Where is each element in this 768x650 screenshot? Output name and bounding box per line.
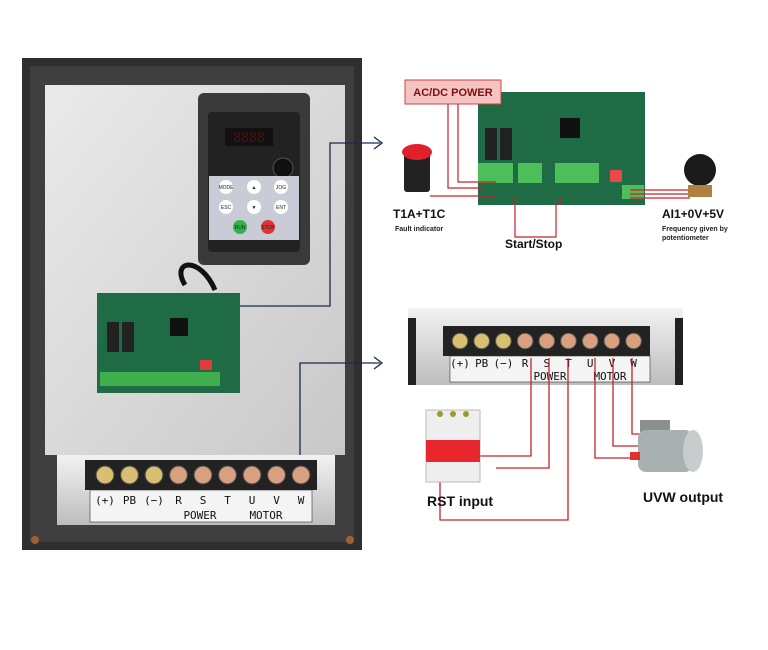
power-group-label: POWER bbox=[183, 509, 216, 522]
terminal-screw bbox=[218, 465, 237, 485]
analog-title: AI1+0V+5V bbox=[662, 207, 724, 221]
terminal-label: T bbox=[224, 494, 231, 507]
terminal-label: V bbox=[609, 357, 616, 370]
terminal-label: U bbox=[587, 357, 594, 370]
up-key[interactable] bbox=[247, 180, 261, 194]
analog-caption-1: Frequency given by bbox=[662, 226, 728, 233]
led-display bbox=[225, 128, 273, 146]
inverter-cabinet: 8888 MODE ▲ JOG ESC ▼ ENT RUN STOP bbox=[22, 58, 362, 550]
terminal-label: V bbox=[273, 494, 280, 507]
stop-key[interactable] bbox=[261, 220, 275, 234]
terminal-screw bbox=[144, 465, 164, 485]
ent-key-label: ENT bbox=[276, 205, 286, 211]
terminal-screw bbox=[473, 332, 491, 350]
down-key[interactable] bbox=[247, 200, 261, 214]
keypad-buttons: MODE ▲ JOG ESC ▼ ENT RUN STOP bbox=[219, 180, 288, 234]
terminal-screw bbox=[291, 465, 311, 485]
terminal-screw bbox=[451, 332, 469, 350]
motor-icon bbox=[630, 420, 703, 472]
callout-lines bbox=[240, 136, 384, 455]
terminal-screw bbox=[169, 465, 188, 485]
terminal-screw bbox=[495, 332, 512, 350]
ent-key[interactable] bbox=[274, 200, 288, 214]
terminal-screw bbox=[267, 465, 286, 485]
rst-input-label: RST input bbox=[427, 493, 493, 509]
terminal-screw bbox=[538, 332, 556, 350]
esc-key-label: ESC bbox=[221, 205, 232, 211]
run-key-label: RUN bbox=[235, 225, 246, 231]
motor-group-label: MOTOR bbox=[249, 509, 282, 522]
esc-key[interactable] bbox=[219, 200, 233, 214]
terminal-label: PB bbox=[123, 494, 137, 507]
control-board bbox=[97, 293, 240, 393]
potentiometer-knob[interactable] bbox=[272, 157, 294, 179]
terminal-label: S bbox=[543, 357, 550, 370]
terminal-label: (−) bbox=[493, 357, 513, 370]
up-arrow-icon: ▲ bbox=[252, 185, 257, 191]
terminal-label: (−) bbox=[144, 494, 164, 507]
power-label-box bbox=[404, 79, 502, 105]
keypad-cable bbox=[178, 262, 218, 292]
display-digits: 8888 bbox=[233, 131, 264, 146]
terminal-screw bbox=[120, 465, 139, 485]
motor-group-label: MOTOR bbox=[593, 370, 626, 383]
potentiometer-icon bbox=[684, 154, 716, 186]
terminal-label: T bbox=[565, 357, 572, 370]
analog-caption-2: potentiometer bbox=[662, 235, 709, 242]
power-group-label: POWER bbox=[533, 370, 566, 383]
terminal-screw bbox=[603, 332, 621, 350]
control-wires bbox=[430, 104, 690, 238]
power-label: AC/DC POWER bbox=[413, 87, 493, 99]
keypad: 8888 MODE ▲ JOG ESC ▼ ENT RUN STOP bbox=[198, 93, 310, 265]
terminal-screw bbox=[95, 465, 115, 485]
fault-caption: Fault indicator bbox=[395, 226, 444, 233]
terminal-label: U bbox=[249, 494, 256, 507]
terminal-screw bbox=[193, 465, 213, 485]
power-wiring-diagram: (+) PB (−) R S T U V W POWER MOTOR RST input UVW… bbox=[408, 308, 723, 521]
terminal-screw bbox=[625, 332, 642, 350]
uvw-output-label: UVW output bbox=[643, 489, 723, 505]
terminal-label: S bbox=[200, 494, 207, 507]
terminal-screw bbox=[581, 332, 599, 350]
terminal-label: W bbox=[298, 494, 305, 507]
circuit-breaker-icon bbox=[425, 409, 481, 483]
terminal-label: (+) bbox=[95, 494, 115, 507]
terminal-screw bbox=[242, 465, 262, 485]
terminal-label: (+) bbox=[450, 357, 470, 370]
terminal-label: W bbox=[630, 357, 637, 370]
control-wiring-diagram: AC/DC POWER T1A+T1C Fault indicator Star… bbox=[393, 79, 728, 251]
fault-title: T1A+T1C bbox=[393, 207, 446, 221]
run-key[interactable] bbox=[233, 220, 247, 234]
main-terminal-strip: (+) PB (−) R S T U V W POWER MOTOR bbox=[57, 455, 335, 525]
jog-key-label: JOG bbox=[276, 185, 286, 191]
fault-indicator-lamp bbox=[404, 150, 430, 192]
mode-key[interactable] bbox=[219, 180, 233, 194]
terminal-screw bbox=[560, 332, 577, 350]
power-wires bbox=[439, 358, 650, 521]
start-stop-label: Start/Stop bbox=[505, 237, 562, 251]
terminal-screw bbox=[516, 332, 534, 350]
jog-key[interactable] bbox=[274, 180, 288, 194]
terminal-label: R bbox=[522, 357, 529, 370]
stop-key-label: STOP bbox=[261, 225, 275, 231]
mode-key-label: MODE bbox=[219, 185, 235, 191]
terminal-label: PB bbox=[475, 357, 489, 370]
terminal-label: R bbox=[175, 494, 182, 507]
down-arrow-icon: ▼ bbox=[252, 205, 257, 211]
